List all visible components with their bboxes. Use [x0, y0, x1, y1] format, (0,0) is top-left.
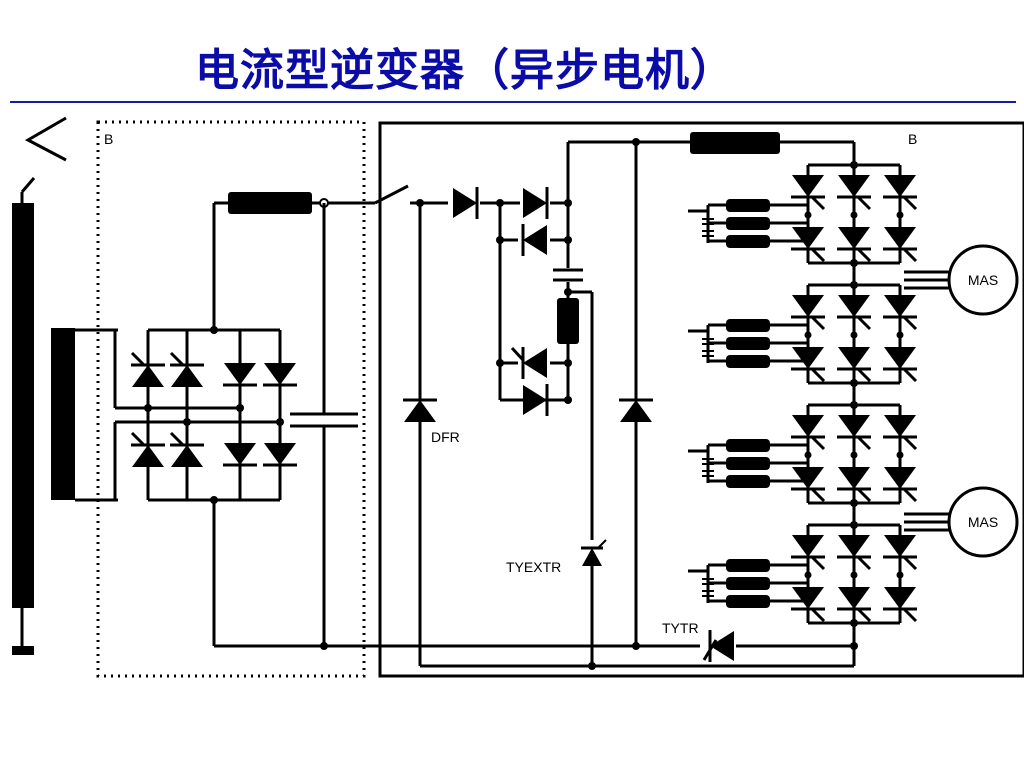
diode-icon: [451, 185, 479, 221]
inverter-bridges: [789, 161, 919, 645]
page-title: 电流型逆变器（异步电机）: [195, 45, 735, 96]
motor-label-1: MAS: [968, 272, 998, 288]
diode-icon: [521, 382, 549, 418]
inductor-icon: [228, 192, 312, 214]
traction-transformer-winding: [12, 203, 34, 608]
thyristor-icon: [881, 167, 919, 211]
thyristor-icon: [881, 407, 919, 451]
thyristor-icon: [881, 527, 919, 571]
thyristor-icon: [129, 351, 167, 395]
motor-icon: [947, 486, 1019, 558]
thyristor-icon: [835, 527, 873, 571]
diode-icon: [221, 355, 259, 395]
diode-icon: [521, 222, 549, 258]
thyristor-icon: [789, 407, 827, 451]
thyristor-icon: [881, 287, 919, 331]
pantograph-icon: [20, 116, 67, 204]
thyristor-icon: [789, 167, 827, 211]
thyristor-icon: [168, 431, 206, 475]
inductor-icon: [557, 298, 579, 344]
thyristor-icon: [129, 431, 167, 475]
thyristor-icon: [835, 579, 873, 623]
bus-label-right: B: [908, 131, 917, 147]
diode-icon: [261, 435, 299, 475]
thyristor-icon: [835, 459, 873, 503]
diode-icon: [617, 390, 655, 430]
commutation-stack: [496, 142, 583, 418]
title-divider: [10, 101, 1016, 103]
thyristor-icon: [835, 407, 873, 451]
dfr-label: DFR: [431, 429, 460, 445]
thyristor-icon: [789, 287, 827, 331]
bus-label-left: B: [104, 131, 113, 147]
filter-module-icon: [686, 437, 810, 490]
thyristor-icon: [835, 287, 873, 331]
filter-module-icon: [686, 197, 810, 250]
thyristor-icon: [521, 345, 549, 381]
thyristor-icon: [835, 219, 873, 263]
ground-icon: [12, 646, 34, 655]
rectifier-bridge: [129, 326, 299, 504]
tyextr-label: TYEXTR: [506, 559, 561, 575]
inverter-enclosure: [378, 121, 1024, 678]
thyristor-icon: [835, 339, 873, 383]
motor-label-2: MAS: [968, 514, 998, 530]
filter-module-icon: [686, 557, 810, 610]
filter-module-icon: [686, 317, 810, 370]
transformer-icon: [51, 328, 75, 500]
rectifier-enclosure: [96, 120, 366, 678]
thyristor-icon: [582, 548, 602, 566]
diode-icon: [401, 390, 439, 430]
tytr-label: TYTR: [662, 620, 699, 636]
capacitor-icon: [290, 412, 358, 428]
diode-icon: [221, 435, 259, 475]
thyristor-icon: [789, 527, 827, 571]
thyristor-icon: [168, 351, 206, 395]
diode-icon: [261, 355, 299, 395]
inductor-icon: [690, 132, 780, 154]
motor-icon: [947, 244, 1019, 316]
thyristor-icon: [835, 167, 873, 211]
diode-icon: [521, 185, 549, 221]
filter-modules: [686, 197, 902, 610]
